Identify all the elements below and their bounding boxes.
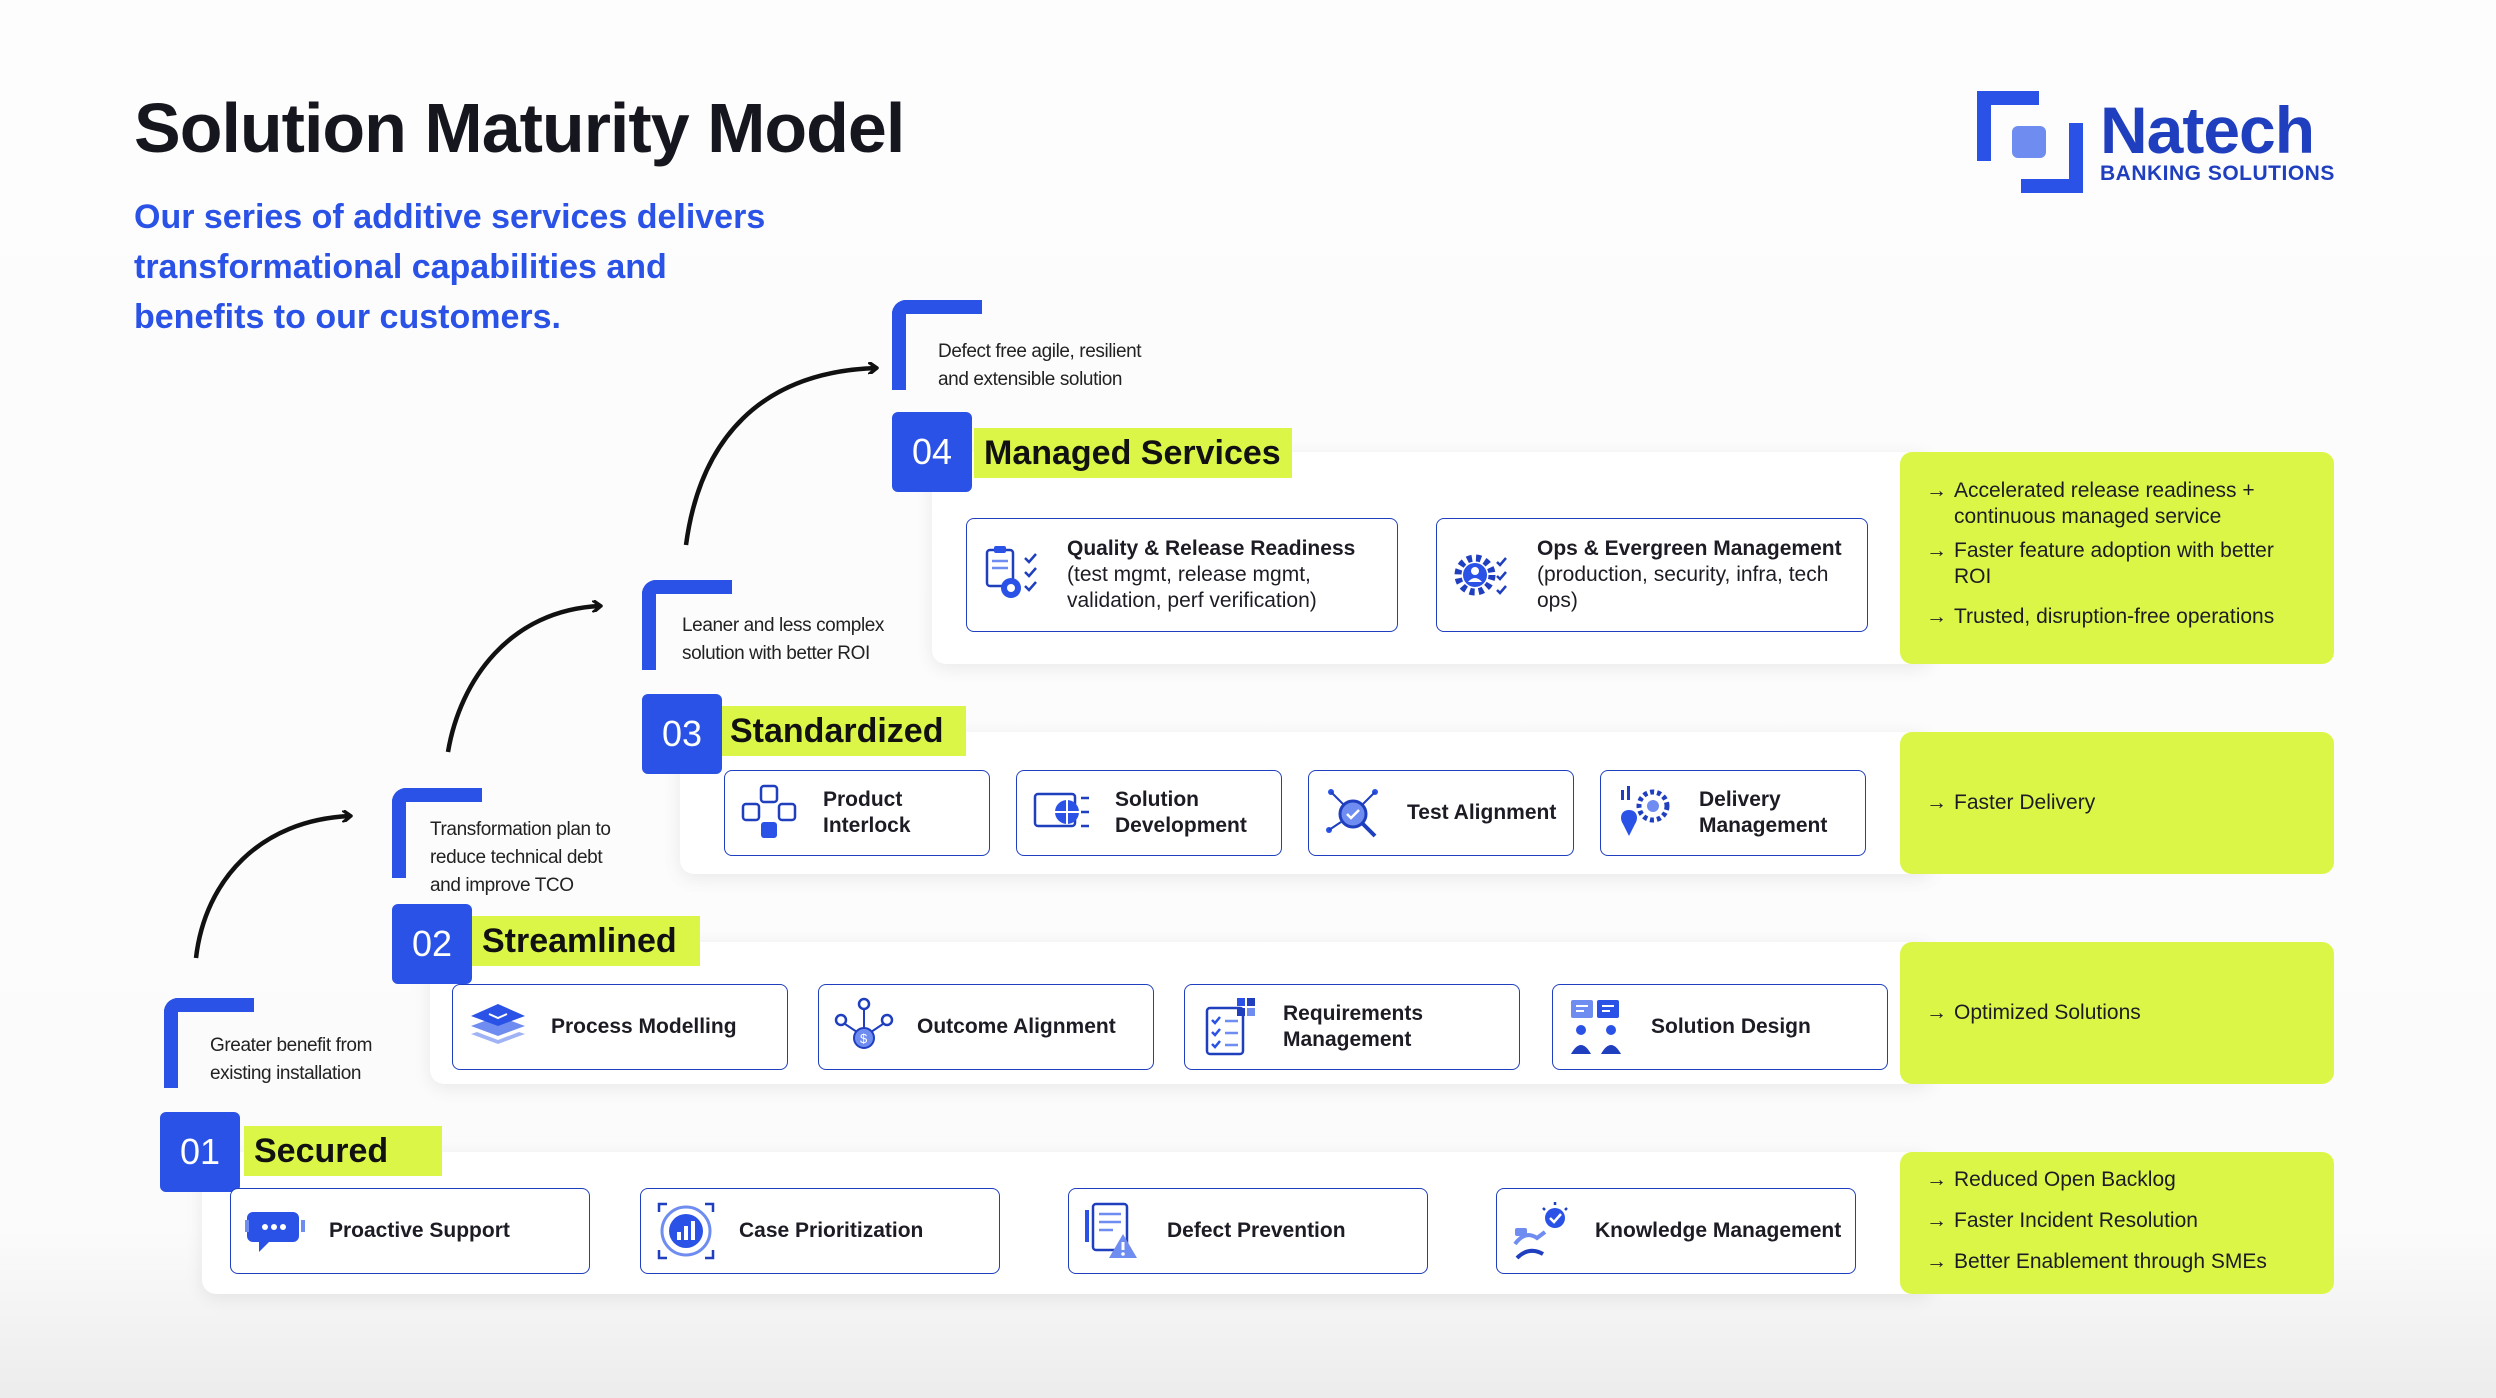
card-label: Quality & Release Readiness (test mgmt, …: [1067, 537, 1356, 612]
benefit-item: →Faster feature adoption with better ROI: [1926, 539, 2274, 588]
card-label: Solution Design: [1651, 1015, 1811, 1038]
card-knowledge-management: Knowledge Management: [1496, 1188, 1856, 1274]
benefit-item: →Trusted, disruption-free operations: [1926, 605, 2275, 628]
level-01-label: Secured: [244, 1126, 442, 1176]
natech-logo: Natech BANKING SOLUTIONS: [1976, 90, 2336, 200]
benefit-item: →Accelerated release readiness + continu…: [1926, 479, 2255, 528]
level-04-benefits: →Accelerated release readiness + continu…: [1900, 452, 2334, 664]
card-label: Process Modelling: [551, 1015, 737, 1038]
card-quality-release-readiness: Quality & Release Readiness (test mgmt, …: [966, 518, 1398, 632]
level-03-bracket: [642, 580, 732, 670]
globe-code-icon: [1033, 792, 1089, 828]
card-solution-design: Solution Design: [1552, 984, 1888, 1070]
card-label: Proactive Support: [329, 1219, 510, 1242]
benefit-item: →Better Enablement through SMEs: [1926, 1250, 2267, 1273]
arrow-01-02: [193, 816, 350, 959]
level-01-bracket: [164, 998, 254, 1088]
level-04-bracket: [892, 300, 982, 390]
clipboard-gear-icon: [985, 546, 1037, 598]
layers-icon: [471, 1004, 525, 1044]
level-04-label: Managed Services: [974, 428, 1292, 478]
location-gear-icon: [1621, 786, 1670, 836]
card-label: Product Interlock: [823, 788, 911, 837]
card-label: Case Prioritization: [739, 1219, 924, 1242]
page-subtitle: Our series of additive services delivers…: [134, 198, 766, 336]
level-03-number: 03: [642, 694, 722, 774]
benefit-item: →Reduced Open Backlog: [1926, 1168, 2176, 1191]
document-warning-icon: [1085, 1202, 1137, 1258]
benefit-item: →Optimized Solutions: [1926, 1001, 2141, 1024]
level-01-benefits: →Reduced Open Backlog →Faster Incident R…: [1900, 1152, 2334, 1294]
card-delivery-management: Delivery Management: [1600, 770, 1866, 856]
card-label: Outcome Alignment: [917, 1015, 1116, 1038]
level-02-bracket: [392, 788, 482, 878]
logo-mark-icon: [1977, 91, 2083, 193]
logo-name: Natech: [2100, 93, 2315, 167]
chat-support-icon: [245, 1212, 305, 1252]
checklist-icon: [1205, 998, 1255, 1056]
card-case-prioritization: Case Prioritization: [640, 1188, 1000, 1274]
card-test-alignment: Test Alignment: [1308, 770, 1574, 856]
card-requirements-management: Requirements Management: [1184, 984, 1520, 1070]
interlock-icon: [741, 784, 797, 838]
level-02-number: 02: [392, 904, 472, 984]
card-defect-prevention: Defect Prevention: [1068, 1188, 1428, 1274]
svg-text:$: $: [860, 1031, 868, 1046]
card-product-interlock: Product Interlock: [724, 770, 990, 856]
card-label: Knowledge Management: [1595, 1219, 1842, 1242]
gear-person-icon: [1454, 554, 1507, 596]
card-label: Requirements Management: [1283, 1002, 1424, 1051]
card-outcome-alignment: $ Outcome Alignment: [818, 984, 1154, 1070]
arrow-02-03: [445, 606, 600, 753]
level-02-label: Streamlined: [472, 916, 700, 966]
level-03-benefits: →Faster Delivery: [1900, 732, 2334, 874]
level-03-label: Standardized: [720, 706, 966, 756]
card-proactive-support: Proactive Support: [230, 1188, 590, 1274]
team-board-icon: [1571, 1000, 1621, 1054]
card-ops-evergreen-management: Ops & Evergreen Management (production, …: [1436, 518, 1868, 632]
card-label: Solution Development: [1115, 788, 1247, 837]
level-01-number: 01: [160, 1112, 240, 1192]
card-solution-development: Solution Development: [1016, 770, 1282, 856]
knowledge-share-icon: [1513, 1202, 1568, 1260]
benefit-item: →Faster Delivery: [1926, 791, 2096, 814]
page-title: Solution Maturity Model: [134, 89, 905, 167]
magnifier-network-icon: [1326, 789, 1378, 838]
card-label: Defect Prevention: [1167, 1219, 1346, 1242]
card-process-modelling: Process Modelling: [452, 984, 788, 1070]
level-04-number: 04: [892, 412, 972, 492]
card-label: Ops & Evergreen Management (production, …: [1537, 537, 1842, 612]
card-label: Delivery Management: [1699, 788, 1828, 837]
card-label: Test Alignment: [1407, 801, 1557, 824]
benefit-item: →Faster Incident Resolution: [1926, 1209, 2198, 1232]
target-chart-icon: [657, 1202, 715, 1260]
money-network-icon: $: [834, 997, 894, 1049]
level-02-benefits: →Optimized Solutions: [1900, 942, 2334, 1084]
arrow-03-04: [683, 368, 876, 546]
logo-tagline: BANKING SOLUTIONS: [2100, 162, 2335, 185]
